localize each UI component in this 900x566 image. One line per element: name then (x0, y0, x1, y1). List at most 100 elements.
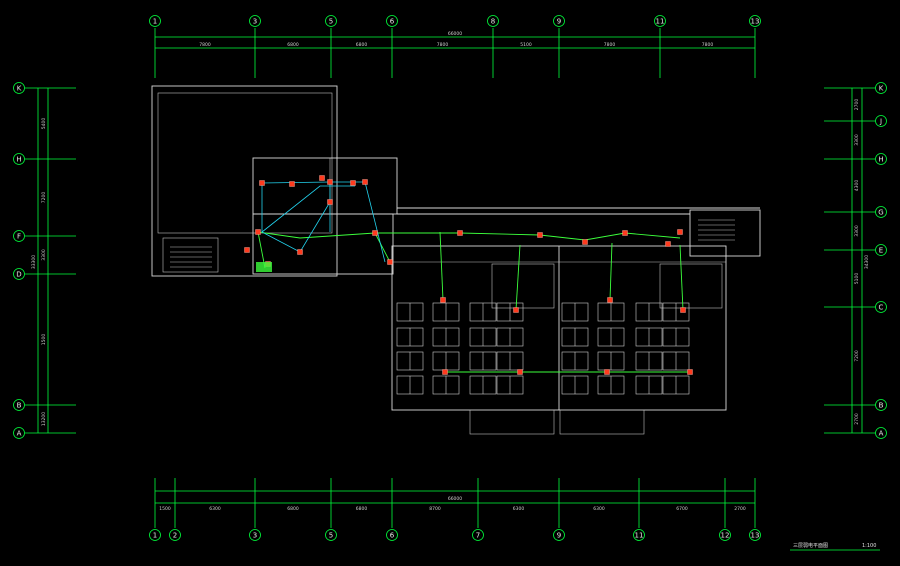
grid-label: B (879, 402, 884, 410)
grid-bubble (553, 15, 565, 27)
dimension-text: 7800 (437, 42, 449, 48)
dimension-text: 5100 (520, 42, 532, 48)
grid-bubble (875, 206, 887, 218)
grid-bubble (749, 15, 761, 27)
grid-label: 5 (329, 18, 333, 26)
dimension-text: 6800 (356, 42, 368, 48)
grid-label: 1 (153, 18, 157, 26)
grid-label: 13 (751, 532, 760, 540)
grid-label: 5 (329, 532, 333, 540)
grid-label: 6 (390, 532, 395, 540)
network-outlet (457, 230, 463, 236)
dimension-lines (37, 36, 863, 504)
grid-label: 6 (390, 18, 395, 26)
grid-label: 7 (476, 532, 480, 540)
grid-bubble (386, 15, 398, 27)
drawing-scale: 1:100 (862, 543, 876, 549)
grid-bubble (875, 427, 887, 439)
dimension-text: 33300 (31, 255, 37, 269)
grid-bubble (13, 153, 25, 165)
dimension-text: 8700 (429, 506, 441, 512)
grid-bubble (875, 82, 887, 94)
grid-bubble (386, 529, 398, 541)
grid-bubble (875, 301, 887, 313)
network-outlet (537, 232, 543, 238)
grid-label: J (879, 118, 882, 126)
grid-bubble (325, 15, 337, 27)
grid-bubble (249, 15, 261, 27)
grid-bubble (472, 529, 484, 541)
grid-label: 12 (721, 532, 730, 540)
grid-label: A (17, 430, 22, 438)
dimension-text: 7800 (199, 42, 211, 48)
grid-label: 3 (253, 18, 257, 26)
network-outlet (319, 175, 325, 181)
dimension-text: 6300 (593, 506, 605, 512)
dimension-text: 3300 (854, 225, 860, 237)
grid-label: 3 (253, 532, 257, 540)
grid-label: 8 (491, 18, 495, 26)
grid-bubble (875, 153, 887, 165)
network-outlet (517, 369, 523, 375)
grid-label: D (16, 271, 21, 279)
grid-label: 11 (635, 532, 644, 540)
network-outlet (687, 369, 693, 375)
network-outlet (255, 229, 261, 235)
grid-label: 11 (656, 18, 665, 26)
grid-label: E (879, 247, 883, 255)
dimension-text: 34300 (864, 255, 870, 269)
dimension-text: 4300 (854, 180, 860, 192)
dimension-text: 7200 (854, 350, 860, 362)
dimension-text: 7800 (604, 42, 616, 48)
dimension-text: 13200 (41, 412, 47, 426)
grid-bubble (553, 529, 565, 541)
grid-label: 13 (751, 18, 760, 26)
grid-bubble (875, 244, 887, 256)
grid-label: B (17, 402, 22, 410)
grid-bubble (875, 115, 887, 127)
network-outlet (582, 239, 588, 245)
grid-label: K (17, 85, 22, 93)
weak-current-cables (257, 181, 690, 373)
grid-bubble (654, 15, 666, 27)
network-outlet (604, 369, 610, 375)
network-outlet (362, 179, 368, 185)
grid-bubble (325, 529, 337, 541)
network-outlet (327, 179, 333, 185)
drawing-title: 三层弱电平面图 (793, 542, 828, 549)
network-outlet (513, 307, 519, 313)
grid-bubble (149, 529, 161, 541)
network-outlet (387, 259, 393, 265)
grid-bubble (719, 529, 731, 541)
dimension-text: 6800 (287, 42, 299, 48)
dimension-text: 2700 (734, 506, 746, 512)
grid-bubble (249, 529, 261, 541)
network-cabinet (256, 262, 272, 272)
network-outlet (622, 230, 628, 236)
network-outlet (442, 369, 448, 375)
grid-label: 1 (153, 532, 157, 540)
grid-bubble (13, 230, 25, 242)
grid-bubble (875, 399, 887, 411)
grid-bubble (487, 15, 499, 27)
network-outlet (297, 249, 303, 255)
network-outlet (665, 241, 671, 247)
dimension-text: 1500 (41, 334, 47, 346)
network-outlet (327, 199, 333, 205)
grid-bubble (13, 268, 25, 280)
dimension-text: 1500 (159, 506, 171, 512)
network-outlet (677, 229, 683, 235)
grid-label: 9 (557, 532, 561, 540)
network-outlet (680, 307, 686, 313)
dimension-text: 6300 (513, 506, 525, 512)
grid-label: 2 (173, 532, 177, 540)
network-devices (244, 175, 693, 375)
dimension-text: 6800 (356, 506, 368, 512)
network-outlet (350, 180, 356, 186)
network-outlet (372, 230, 378, 236)
dimension-text: 7200 (41, 192, 47, 204)
